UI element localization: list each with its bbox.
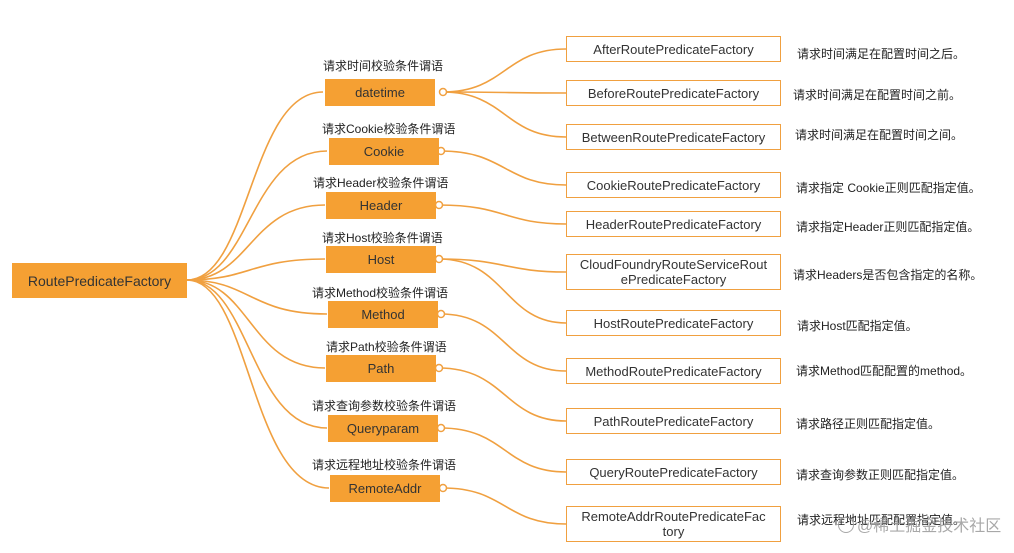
group-caption: 请求Header校验条件谓语 — [313, 176, 449, 190]
factory-name-line: RemoteAddrRoutePredicateFac — [581, 509, 766, 524]
factory-desc: 请求时间满足在配置时间之后。 — [797, 47, 966, 61]
factory-desc: 请求Method匹配配置的method。 — [796, 364, 973, 378]
group-caption: 请求Method校验条件谓语 — [312, 286, 449, 300]
factory-node: BeforeRoutePredicateFactory — [566, 80, 781, 106]
factory-desc: 请求路径正则匹配指定值。 — [796, 417, 941, 431]
watermark-logo-icon — [838, 517, 854, 533]
group-node-header: Header — [326, 192, 436, 219]
factory-node: AfterRoutePredicateFactory — [566, 36, 781, 62]
group-caption: 请求Host校验条件谓语 — [322, 231, 443, 245]
group-node-queryparam: Queryparam — [328, 415, 438, 442]
factory-node: PathRoutePredicateFactory — [566, 408, 781, 434]
group-node-datetime: datetime — [325, 79, 435, 106]
group-caption: 请求Cookie校验条件谓语 — [322, 122, 456, 136]
factory-desc: 请求Host匹配指定值。 — [797, 319, 918, 333]
factory-name-line: CloudFoundryRouteServiceRout — [579, 257, 768, 272]
watermark: @稀土掘金技术社区 — [838, 512, 1001, 536]
factory-node: HeaderRoutePredicateFactory — [566, 211, 781, 237]
factory-desc: 请求查询参数正则匹配指定值。 — [796, 468, 965, 482]
watermark-text: @稀土掘金技术社区 — [857, 518, 1002, 535]
factory-node: RemoteAddrRoutePredicateFac tory — [566, 506, 781, 542]
group-node-method: Method — [328, 301, 438, 328]
group-node-remoteaddr: RemoteAddr — [330, 475, 440, 502]
factory-desc: 请求时间满足在配置时间之前。 — [793, 88, 962, 102]
root-node: RoutePredicateFactory — [12, 263, 187, 298]
factory-desc: 请求Headers是否包含指定的名称。 — [793, 268, 983, 282]
factory-node: HostRoutePredicateFactory — [566, 310, 781, 336]
group-caption: 请求时间校验条件谓语 — [323, 59, 444, 73]
group-node-path: Path — [326, 355, 436, 382]
factory-node: CloudFoundryRouteServiceRout ePredicateF… — [566, 254, 781, 290]
factory-node: MethodRoutePredicateFactory — [566, 358, 781, 384]
group-caption: 请求远程地址校验条件谓语 — [312, 458, 457, 472]
factory-desc: 请求指定 Cookie正则匹配指定值。 — [796, 181, 981, 195]
factory-node: QueryRoutePredicateFactory — [566, 459, 781, 485]
factory-desc: 请求指定Header正则匹配指定值。 — [796, 220, 980, 234]
factory-name-line: tory — [662, 524, 685, 539]
group-caption: 请求查询参数校验条件谓语 — [312, 399, 457, 413]
group-node-cookie: Cookie — [329, 138, 439, 165]
group-caption: 请求Path校验条件谓语 — [326, 340, 447, 354]
group-node-host: Host — [326, 246, 436, 273]
factory-desc: 请求时间满足在配置时间之间。 — [795, 128, 964, 142]
factory-node: BetweenRoutePredicateFactory — [566, 124, 781, 150]
factory-name-line: ePredicateFactory — [620, 272, 727, 287]
factory-node: CookieRoutePredicateFactory — [566, 172, 781, 198]
